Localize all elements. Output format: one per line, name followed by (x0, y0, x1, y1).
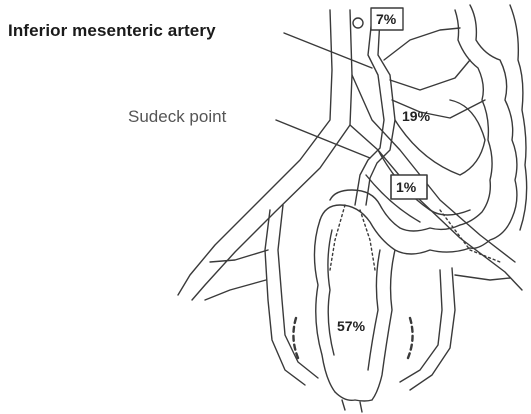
right-iliac-upper (352, 75, 515, 262)
artery-label: Inferior mesenteric artery (8, 22, 216, 39)
dotted-line-sigmoid (330, 205, 345, 270)
left-branch-1 (210, 250, 268, 262)
pct-sigmoid: 19% (402, 109, 430, 123)
colon-outer (470, 5, 517, 248)
middle-rectal-right (408, 318, 413, 358)
pct-rectum: 57% (337, 319, 365, 333)
anal-verge (342, 400, 362, 412)
sudeck-label: Sudeck point (128, 108, 226, 125)
right-branch-1 (455, 275, 510, 280)
aorta-left-wall (178, 10, 332, 295)
rectum-left-wall (314, 220, 335, 392)
anal-canal (335, 392, 372, 401)
colon-inner (455, 10, 492, 225)
left-internal-iliac-a (265, 210, 305, 385)
artery-pointer (284, 33, 372, 68)
left-colic-1 (384, 28, 460, 60)
left-internal-iliac-b (278, 205, 318, 378)
left-colic-2 (390, 60, 470, 90)
ima-trunk-left (355, 18, 384, 205)
ima-origin (353, 18, 363, 28)
middle-rectal-left (293, 318, 298, 358)
dotted-line-colon (440, 210, 500, 262)
pct-sudeck: 1% (396, 180, 416, 194)
right-internal-iliac-a (400, 270, 442, 382)
left-branch-2 (205, 280, 266, 300)
right-iliac-lower (350, 125, 522, 290)
colon-far-right (510, 5, 527, 230)
pct-top: 7% (376, 12, 396, 26)
sudeck-pointer (276, 120, 370, 158)
